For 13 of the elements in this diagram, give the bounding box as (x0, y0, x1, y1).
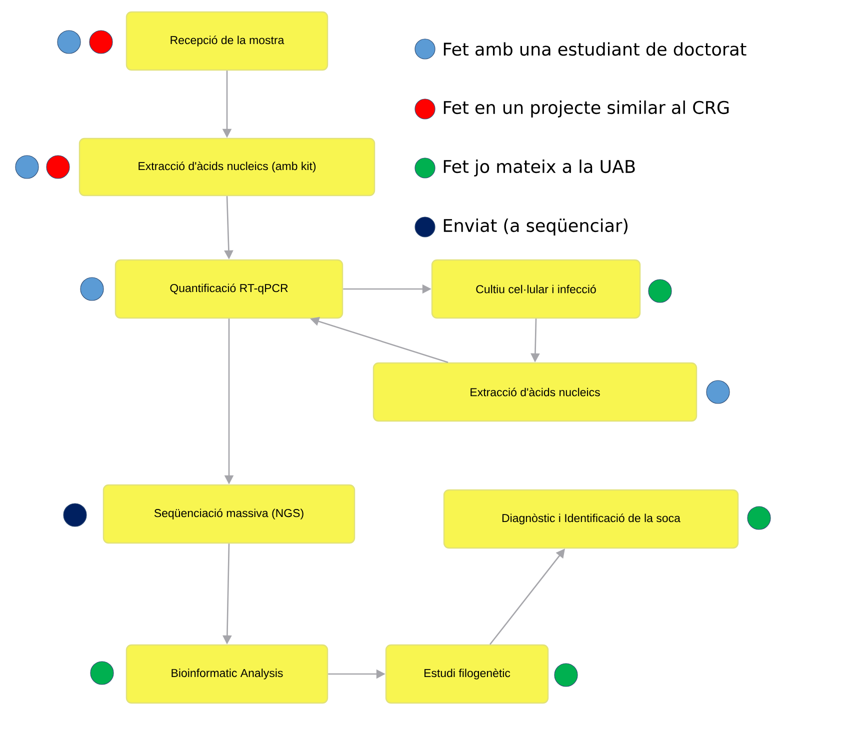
process-box: Estudi filogenètic (385, 644, 549, 704)
legend-text: Enviat (a seqüenciar) (444, 218, 628, 236)
process-box: Cultiu cel·lular i infecció (431, 259, 641, 319)
legend-text: Fet en un projecte similar al CRG (444, 100, 729, 118)
legend-text: Fet jo mateix a la UAB (444, 160, 635, 176)
process-box: Seqüenciació massiva (NGS) (102, 484, 356, 544)
process-box: Bioinformatic Analysis (126, 644, 328, 704)
legend-text: Fet amb una estudiant de doctorat (444, 42, 746, 56)
process-box: Extracció d'àcids nucleics (amb kit) (78, 138, 376, 196)
process-box: Quantificació RT-qPCR (114, 259, 344, 319)
process-box: Recepció de la mostra (126, 11, 328, 71)
process-box: Diagnòstic i Identificació de la soca (443, 489, 739, 549)
process-box: Extracció d'àcids nucleics (372, 362, 698, 422)
